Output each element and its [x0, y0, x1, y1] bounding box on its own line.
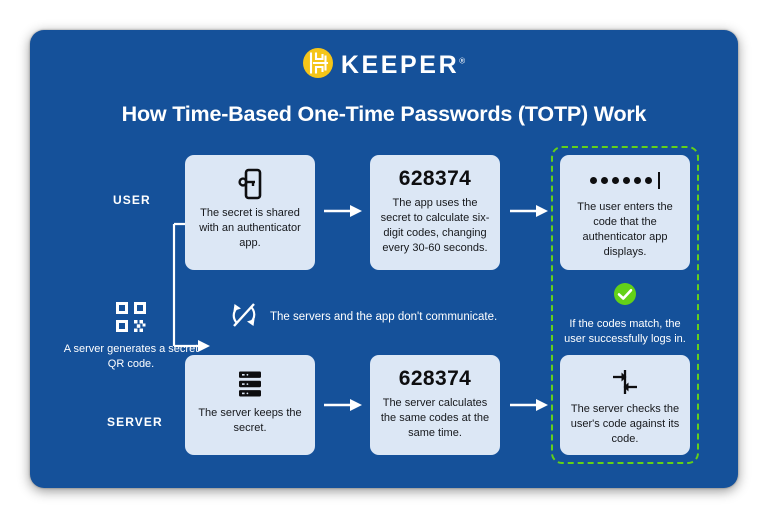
no-communication-text: The servers and the app don't communicat…: [270, 311, 498, 323]
password-dot: [645, 177, 652, 184]
step-card-server-2[interactable]: 628374 The server calculates the same co…: [370, 355, 500, 455]
compare-arrows-icon: [610, 367, 640, 397]
brand-header: KEEPER®: [30, 48, 738, 83]
step-card-user-2[interactable]: 628374 The app uses the secret to calcul…: [370, 155, 500, 270]
step-card-text: The app uses the secret to calculate six…: [380, 197, 490, 255]
flow-arrow-server-2-3: [510, 398, 548, 417]
qr-code-icon: [116, 302, 146, 336]
otp-code-value: 628374: [398, 367, 472, 390]
qr-source-block: A server generates a secret QR code.: [58, 302, 204, 372]
step-card-user-3[interactable]: The user enters the code that the authen…: [560, 155, 690, 270]
step-card-server-3[interactable]: The server checks the user's code agains…: [560, 355, 690, 455]
no-communication-note: The servers and the app don't communicat…: [230, 300, 497, 335]
password-dots-icon: [590, 167, 660, 194]
step-card-text: The user enters the code that the authen…: [577, 201, 673, 258]
page-title: How Time-Based One-Time Passwords (TOTP)…: [121, 102, 647, 126]
otp-code-value: 628374: [398, 167, 472, 190]
check-circle-icon: [613, 283, 637, 310]
success-block: If the codes match, the user successfull…: [558, 282, 692, 347]
password-dot: [590, 177, 597, 184]
flow-arrow-user-2-3: [510, 204, 548, 223]
text-caret: [658, 172, 660, 189]
success-text: If the codes match, the user successfull…: [564, 318, 686, 345]
password-dot: [623, 177, 630, 184]
step-card-text: The server checks the user's code agains…: [570, 403, 680, 445]
password-dot: [601, 177, 608, 184]
password-dot: [634, 177, 641, 184]
brand-word-text: KEEPER: [340, 51, 460, 79]
lane-label-server: SERVER: [107, 415, 163, 429]
flow-arrow-server-1-2: [324, 398, 362, 417]
step-card-text: The secret is shared with an authenticat…: [199, 207, 301, 249]
totp-infographic-card: KEEPER® How Time-Based One-Time Password…: [30, 30, 738, 488]
step-card-user-1[interactable]: The secret is shared with an authenticat…: [185, 155, 315, 270]
keeper-logo-icon: [302, 48, 333, 83]
brand-wordmark: KEEPER®: [341, 53, 465, 78]
no-sync-icon: [230, 300, 258, 335]
flow-arrow-user-1-2: [324, 204, 362, 223]
step-card-text: The server calculates the same codes at …: [380, 397, 490, 440]
step-card-text: The server keeps the secret.: [198, 407, 302, 434]
password-dot: [612, 177, 619, 184]
lane-label-user: USER: [113, 193, 151, 207]
step-card-server-1[interactable]: The server keeps the secret.: [185, 355, 315, 455]
phone-key-icon: [238, 167, 262, 201]
qr-source-caption: A server generates a secret QR code.: [63, 343, 199, 370]
server-rack-icon: [237, 367, 263, 401]
brand-trademark: ®: [459, 56, 466, 66]
